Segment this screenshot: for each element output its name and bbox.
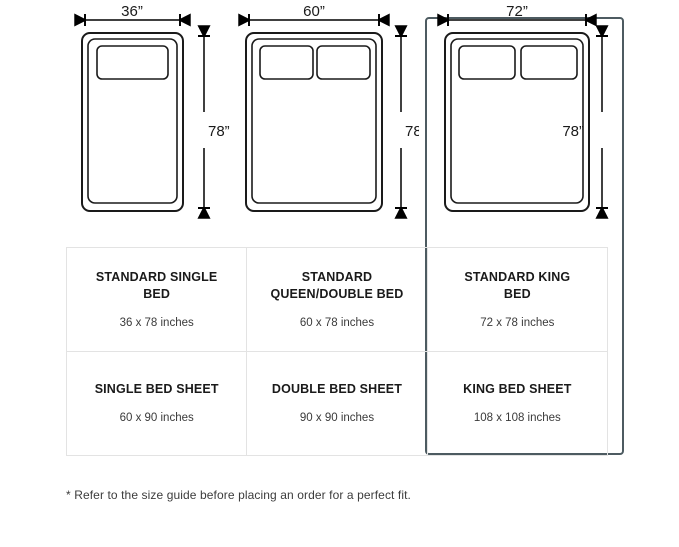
- king-bed-width-dimension: 72”: [448, 3, 586, 20]
- king-bed-pillow-right: [520, 45, 578, 80]
- single-bed-height-dimension: 78”: [204, 36, 230, 208]
- table-row: SINGLE BED SHEET 60 x 90 inches DOUBLE B…: [65, 351, 609, 456]
- queen-double-bed-width-label: 60”: [303, 3, 325, 20]
- single-bed-width-label: 36”: [121, 3, 143, 20]
- cell-subtitle: 60 x 90 inches: [119, 412, 194, 424]
- bed-size-comparison-table: STANDARD SINGLE BED 36 x 78 inches STAND…: [65, 247, 609, 456]
- cell-subtitle: 72 x 78 inches: [480, 316, 555, 329]
- cell-title: KING BED SHEET: [463, 382, 572, 396]
- queen-double-bed-pillow-right: [316, 45, 371, 80]
- cell-title: STANDARD KING BED: [464, 269, 571, 301]
- single-bed-mattress: [87, 38, 178, 204]
- king-bed-mattress: [450, 38, 584, 204]
- king-bed-pillow-left: [458, 45, 516, 80]
- queen-double-bed-pillow-left: [259, 45, 314, 80]
- cell-subtitle: 36 x 78 inches: [119, 316, 194, 329]
- queen-double-bed-diagram: 60” 78”: [234, 0, 419, 230]
- single-bed-pillow: [96, 45, 169, 80]
- cell-subtitle: 60 x 78 inches: [299, 316, 375, 329]
- king-bed-width-label: 72”: [506, 3, 528, 20]
- single-bed-height-label: 78”: [208, 123, 230, 140]
- single-bed-width-dimension: 36”: [85, 3, 180, 20]
- queen-double-bed-height-dimension: 78”: [401, 36, 419, 208]
- cell-title: SINGLE BED SHEET: [94, 382, 219, 396]
- king-bed-height-dimension: 78”: [562, 36, 602, 208]
- king-bed-height-label: 78”: [562, 123, 584, 140]
- queen-double-bed-width-dimension: 60”: [249, 3, 379, 20]
- king-bed-diagram: 72” 78”: [434, 0, 619, 230]
- size-guide-footnote: * Refer to the size guide before placing…: [66, 488, 411, 502]
- cell-standard-single-bed: STANDARD SINGLE BED 36 x 78 inches: [65, 247, 248, 352]
- single-bed-diagram: 36” 78”: [66, 0, 241, 230]
- table-row: STANDARD SINGLE BED 36 x 78 inches STAND…: [65, 247, 609, 352]
- cell-title: DOUBLE BED SHEET: [271, 382, 403, 396]
- cell-king-bed-sheet: KING BED SHEET 108 x 108 inches: [426, 351, 609, 456]
- cell-single-bed-sheet: SINGLE BED SHEET 60 x 90 inches: [65, 351, 248, 456]
- cell-subtitle: 108 x 108 inches: [473, 412, 561, 424]
- queen-double-bed-height-label: 78”: [405, 123, 419, 140]
- cell-title: STANDARD QUEEN/DOUBLE BED: [270, 269, 404, 301]
- cell-title: STANDARD SINGLE BED: [95, 269, 218, 301]
- cell-double-bed-sheet: DOUBLE BED SHEET 90 x 90 inches: [246, 351, 428, 456]
- cell-subtitle: 90 x 90 inches: [299, 412, 375, 424]
- queen-double-bed-mattress: [251, 38, 377, 204]
- cell-standard-king-bed: STANDARD KING BED 72 x 78 inches: [426, 247, 609, 352]
- cell-standard-queen-double-bed: STANDARD QUEEN/DOUBLE BED 60 x 78 inches: [246, 247, 428, 352]
